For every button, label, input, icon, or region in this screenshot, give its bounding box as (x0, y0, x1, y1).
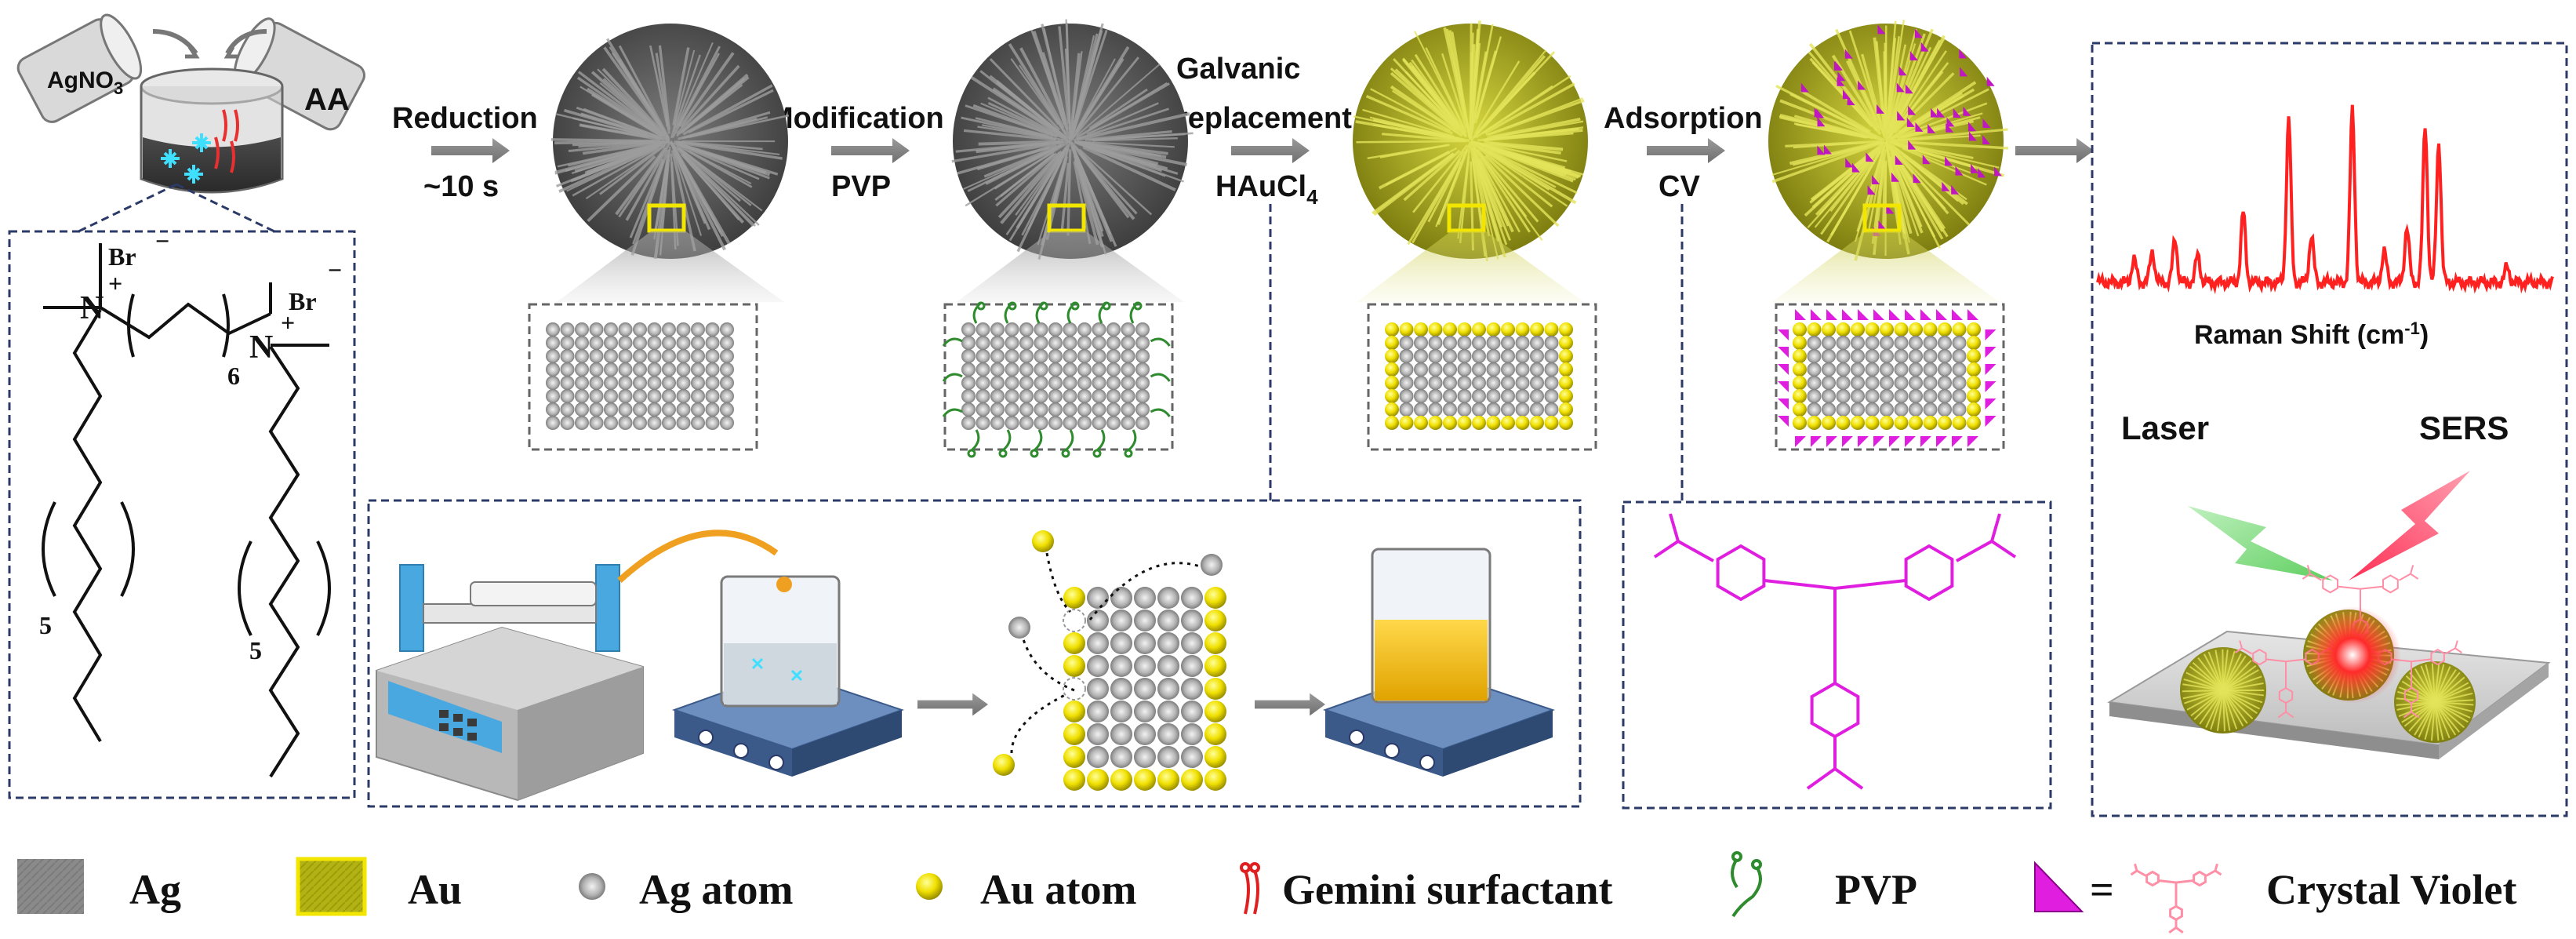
substrate-nanoflower (2394, 661, 2476, 743)
arrow-galvanic-1 (917, 693, 988, 716)
legend-label-equals: = (2090, 866, 2114, 913)
pour-arrows (152, 29, 267, 59)
arrow-galvanic (1231, 138, 1310, 163)
legend-label-ag: Ag (129, 866, 181, 913)
legend-label-ag-atom: Ag atom (639, 866, 793, 913)
legend-label-crystal-violet: Crystal Violet (2266, 866, 2516, 913)
plus-right: + (281, 308, 295, 337)
galvanic-panel (367, 204, 1582, 808)
arrow-to-sers (2015, 138, 2094, 163)
raman-axis-label: Raman Shift (cm-1) (2194, 318, 2429, 350)
legend-label-au-atom: Au atom (980, 866, 1137, 913)
zoom-box (1862, 203, 1902, 233)
substrate-nanoflower (2180, 647, 2266, 733)
step-reduction-label: Reduction (392, 102, 538, 135)
inset-ag (528, 303, 758, 451)
minus-right: − (328, 256, 342, 284)
sers-beam-icon (2349, 471, 2470, 581)
legend-icon-cv-triangle (2034, 861, 2084, 912)
agau-cv-nanoflower (1768, 20, 2009, 302)
inset-au (1367, 303, 1597, 451)
arrow-modification (831, 138, 910, 163)
legend-swatch-au (296, 857, 367, 916)
legend-icon-ag-atom (579, 873, 605, 900)
step-adsorption-label: Adsorption (1604, 102, 1763, 135)
minus-left: − (155, 227, 169, 255)
ag-nanoflower (550, 24, 790, 302)
raman-spectrum (2096, 104, 2554, 295)
n-left: N (80, 290, 104, 326)
nanoflower-row (550, 19, 2009, 302)
hotspot-glow (2304, 606, 2401, 704)
atom-exchange-lattice (993, 530, 1226, 791)
tail-five-right: 5 (249, 636, 262, 664)
step-galvanic-reagent: HAuCl4 (1215, 170, 1318, 209)
step-galvanic-replacement: Galvanic replacement HAuCl4 (1176, 53, 1352, 209)
cv-frame (1622, 500, 2052, 810)
legend: Ag Au Ag atom Au atom Gemini surfactant … (17, 851, 2516, 934)
lattice-insets (528, 301, 2005, 458)
surfactant-panel: N + Br − N + Br − 6 5 5 (8, 183, 356, 799)
zoom-box (1047, 203, 1086, 233)
agau-nanoflower (1353, 20, 1588, 302)
n-right: N (249, 329, 273, 366)
gemini-structure (42, 243, 331, 778)
spacer-six: 6 (227, 362, 240, 390)
zoom-box (1447, 203, 1486, 233)
reagent-vial-agno3: AgNO3 (16, 13, 143, 123)
legend-label-au: Au (408, 866, 462, 913)
syringe-tube (617, 530, 779, 583)
step-reduction: Reduction ~10 s (392, 102, 538, 203)
tail-five-left: 5 (39, 611, 52, 639)
step-modification-label: Modification (768, 102, 944, 135)
arrow-adsorption (1647, 138, 1725, 163)
plus-left: + (108, 269, 122, 297)
arrow-reduction (431, 138, 510, 163)
galvanic-frame (367, 499, 1582, 808)
beaker-stirrer-1 (671, 575, 905, 777)
laser-beam-icon (2188, 506, 2333, 581)
legend-label-pvp: PVP (1835, 866, 1917, 913)
legend-icon-cv-molecule (2130, 863, 2222, 934)
step-modification-reagent: PVP (831, 170, 891, 203)
inset-cv (1775, 303, 2005, 451)
ag-pvp-nanoflower (951, 19, 1194, 302)
legend-icon-au-atom (916, 873, 943, 900)
crystal-violet-panel (1622, 204, 2052, 810)
legend-label-gemini: Gemini surfactant (1282, 866, 1612, 913)
arrow-galvanic-2 (1255, 693, 1325, 716)
sers-label: SERS (2419, 409, 2509, 446)
agno3-label: AgNO3 (47, 67, 123, 98)
step-adsorption: Adsorption CV (1604, 102, 1763, 203)
br-left: Br (108, 242, 136, 271)
legend-swatch-ag (17, 859, 84, 914)
beaker-stirrer-2 (1322, 548, 1556, 777)
step-galvanic-label-line1: Galvanic (1176, 53, 1300, 86)
step-adsorption-reagent: CV (1659, 170, 1700, 203)
laser-label: Laser (2121, 409, 2209, 446)
step-reduction-time: ~10 s (423, 170, 499, 203)
reaction-beaker (140, 67, 284, 194)
step-galvanic-label-line2: replacement (1176, 102, 1352, 135)
inset-pvp (942, 301, 1174, 458)
step-modification: Modification PVP (768, 102, 944, 203)
br-right: Br (289, 287, 317, 315)
syringe-pump (376, 564, 644, 802)
legend-icon-gemini (1240, 862, 1260, 915)
surfactant-frame (8, 230, 356, 799)
sers-panel: Raman Shift (cm-1) Laser SERS (2091, 42, 2568, 817)
sers-frame (2091, 42, 2568, 817)
zoom-box (647, 203, 686, 233)
aa-label: AA (304, 82, 350, 117)
legend-icon-pvp (1731, 851, 1762, 918)
crystal-violet-structure (1653, 513, 2017, 790)
